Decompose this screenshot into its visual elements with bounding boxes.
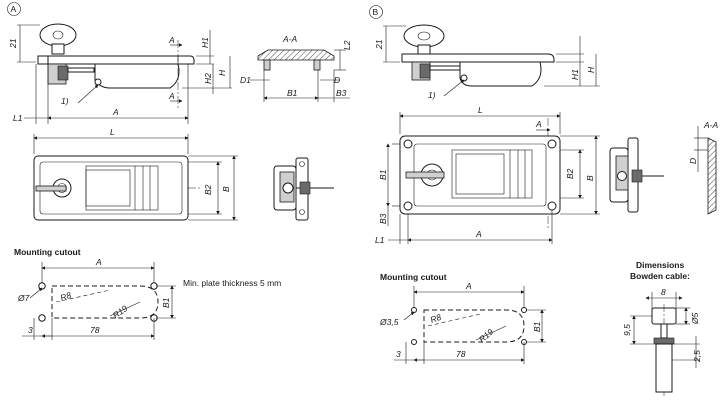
variant-a-section-view: A-A L2 D1 D B1 B3 bbox=[240, 34, 352, 102]
dim-b-b2: B2 bbox=[565, 168, 575, 179]
cutout-a-note: Min. plate thickness 5 mm bbox=[183, 278, 281, 288]
variant-a-top-view: L B2 B bbox=[33, 127, 238, 221]
dim-a-l1: L1 bbox=[13, 113, 23, 123]
dim-b-l: L bbox=[478, 105, 483, 115]
dim-b-b3: B3 bbox=[378, 213, 388, 224]
bowden-9-5: 9,5 bbox=[622, 324, 632, 336]
cutout-b-3: 3 bbox=[396, 349, 401, 359]
variant-b-side-view bbox=[401, 24, 555, 97]
dim-b-h1: H1 bbox=[570, 69, 580, 80]
cutout-a-dia: Ø7 bbox=[17, 293, 30, 303]
cutout-a-3: 3 bbox=[28, 325, 33, 335]
variant-a-group: A bbox=[7, 2, 352, 340]
cutout-a-r8: R8 bbox=[59, 290, 73, 303]
dim-a-b: B bbox=[221, 186, 231, 192]
cutout-a-a: A bbox=[95, 257, 102, 267]
variant-b-marker: B bbox=[373, 7, 379, 17]
dim-b-h: H bbox=[586, 66, 596, 73]
dim-b-section: A-A bbox=[703, 120, 719, 130]
cutout-a-title: Mounting cutout bbox=[14, 247, 81, 257]
dim-b-a-length: A bbox=[475, 229, 482, 239]
dim-a-l2: L2 bbox=[342, 40, 352, 50]
bowden-d5: Ø5 bbox=[690, 312, 700, 325]
dim-b-a-top: A bbox=[535, 119, 542, 129]
dim-a-b3: B3 bbox=[336, 88, 347, 98]
dim-a-l: L bbox=[110, 127, 115, 137]
dim-a-21: 21 bbox=[8, 38, 18, 49]
variant-b-end-view bbox=[609, 137, 664, 213]
cutout-b-r8: R8 bbox=[429, 312, 443, 325]
variant-a-dimensions: 21 A A H1 H2 H 1) L1 A bbox=[8, 24, 232, 124]
dim-b-ref1: 1) bbox=[428, 90, 436, 100]
variant-b-group: B 21 H1 H 1) bbox=[369, 5, 719, 396]
variant-b-top-view: L A A B1 B3 bbox=[375, 105, 600, 245]
cutout-b-dia: Ø3,5 bbox=[379, 317, 399, 327]
cutout-b-78: 78 bbox=[456, 349, 466, 359]
cutout-b-b1: B1 bbox=[532, 321, 542, 332]
variant-b-section-view: A-A D bbox=[688, 120, 719, 215]
dim-a-d1: D1 bbox=[240, 75, 251, 85]
bowden-title-2: Bowden cable: bbox=[630, 271, 690, 281]
variant-b-dimensions: 21 H1 H 1) bbox=[374, 25, 600, 100]
dim-a-a-length: A bbox=[112, 107, 119, 117]
cutout-a-78: 78 bbox=[90, 325, 100, 335]
dim-a-h2: H2 bbox=[203, 73, 213, 84]
bowden-8: 8 bbox=[661, 287, 666, 297]
dim-b-d: D bbox=[688, 158, 698, 164]
cutout-a-b1: B1 bbox=[161, 297, 171, 308]
variant-a-marker: A bbox=[11, 4, 17, 14]
variant-b-cutout: Mounting cutout A Ø3,5 R8 R19 B1 3 bbox=[379, 272, 546, 364]
dim-a-h1: H1 bbox=[200, 37, 210, 48]
dim-a-a-top: A bbox=[168, 35, 175, 45]
dim-a-section: A-A bbox=[282, 34, 298, 44]
dim-b-l1: L1 bbox=[375, 235, 385, 245]
variant-a-end-view bbox=[273, 157, 334, 221]
dim-a-b2: B2 bbox=[203, 184, 213, 195]
dim-b-b: B bbox=[585, 175, 595, 181]
dim-a-h: H bbox=[217, 69, 227, 76]
cutout-b-a: A bbox=[465, 281, 472, 291]
bowden-cable-detail: Dimensions Bowden cable: 8 Ø5 9,5 2,5 bbox=[622, 260, 702, 396]
dim-a-d: D bbox=[334, 75, 340, 85]
cutout-b-title: Mounting cutout bbox=[380, 272, 447, 282]
dim-a-a-bottom: A bbox=[168, 91, 175, 101]
dim-a-b1: B1 bbox=[287, 88, 298, 98]
dim-b-b1: B1 bbox=[378, 169, 388, 180]
dim-b-21: 21 bbox=[374, 39, 384, 50]
bowden-2-5: 2,5 bbox=[692, 350, 702, 363]
bowden-title-1: Dimensions bbox=[636, 260, 684, 270]
dim-a-ref1: 1) bbox=[61, 96, 69, 106]
variant-a-cutout: Mounting cutout A Ø7 R8 R19 B1 3 bbox=[14, 247, 281, 340]
variant-a-side-view bbox=[37, 23, 195, 110]
